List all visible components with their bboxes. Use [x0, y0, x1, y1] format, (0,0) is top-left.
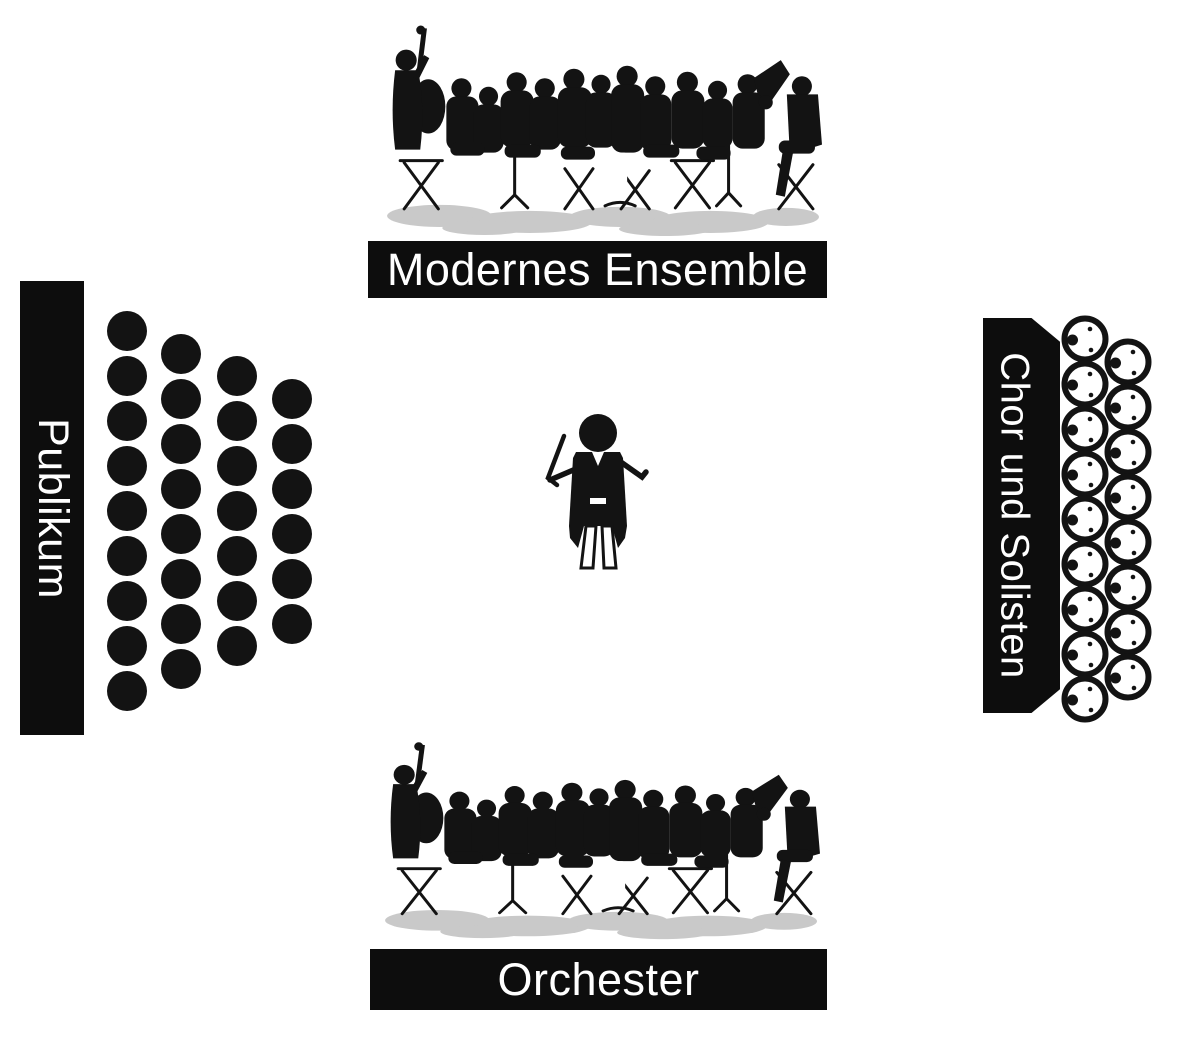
label-bar-publikum: Publikum: [20, 281, 84, 735]
choir-singer-icon: [1104, 518, 1152, 566]
audience-dot: [272, 423, 312, 464]
label-bar-chor-und-solisten: Chor und Solisten: [983, 318, 1060, 713]
choir-singer-icon: [1061, 585, 1109, 633]
audience-dot: [107, 401, 147, 441]
right-group-label: Chor und Solisten: [993, 352, 1037, 679]
choir-singer-icon: [1061, 360, 1109, 408]
audience-dot: [217, 491, 257, 531]
choir-singer-icon: [1104, 383, 1152, 431]
audience-dot: [272, 513, 312, 554]
choir-singer-icon: [1104, 563, 1152, 611]
audience-dot: [217, 581, 257, 621]
top-group-label: Modernes Ensemble: [386, 243, 809, 295]
audience-dot: [217, 446, 257, 486]
choir-singer-icon: [1104, 473, 1152, 521]
audience-dot: [217, 536, 257, 576]
left-group-label: Publikum: [28, 417, 77, 599]
choir-singer-icon: [1061, 405, 1109, 453]
audience-dot: [217, 626, 257, 666]
audience-dot: [272, 558, 312, 599]
label-bar-modernes-ensemble: Modernes Ensemble: [368, 241, 827, 298]
orchestra-silhouette: [383, 740, 822, 941]
audience-dot: [107, 581, 147, 621]
choir-singer-icon: [1061, 315, 1109, 363]
choir-singer-icon: [1061, 540, 1109, 588]
audience-dot: [107, 446, 147, 486]
audience-dot: [161, 468, 201, 509]
choir-singer-icon: [1061, 495, 1109, 543]
orchestra-silhouette: [385, 24, 824, 238]
audience-dot: [217, 401, 257, 441]
choir-singer-icon: [1104, 338, 1152, 386]
audience-dot: [107, 626, 147, 666]
audience-dot: [161, 513, 201, 554]
audience-dot: [161, 333, 201, 374]
audience-dot: [107, 356, 147, 396]
audience-dot: [272, 603, 312, 644]
bottom-group-label: Orchester: [497, 953, 700, 1005]
label-bar-orchester: Orchester: [370, 949, 827, 1010]
audience-dot: [272, 378, 312, 419]
choir-singer-icon: [1104, 608, 1152, 656]
audience-dot: [161, 378, 201, 419]
audience-dot: [107, 311, 147, 351]
conductor-icon: [545, 414, 649, 570]
choir-singer-icon: [1061, 675, 1109, 723]
audience-dot: [161, 648, 201, 689]
audience-dot: [217, 356, 257, 396]
audience-dot: [107, 671, 147, 711]
choir-singer-icon: [1104, 653, 1152, 701]
audience-dot: [161, 423, 201, 464]
choir-singer-icon: [1061, 630, 1109, 678]
audience-dot: [272, 468, 312, 509]
audience-dot: [107, 536, 147, 576]
audience-dot: [161, 603, 201, 644]
audience-dot: [107, 491, 147, 531]
choir-singer-icon: [1061, 450, 1109, 498]
choir-singer-icon: [1104, 428, 1152, 476]
audience-dot: [161, 558, 201, 599]
